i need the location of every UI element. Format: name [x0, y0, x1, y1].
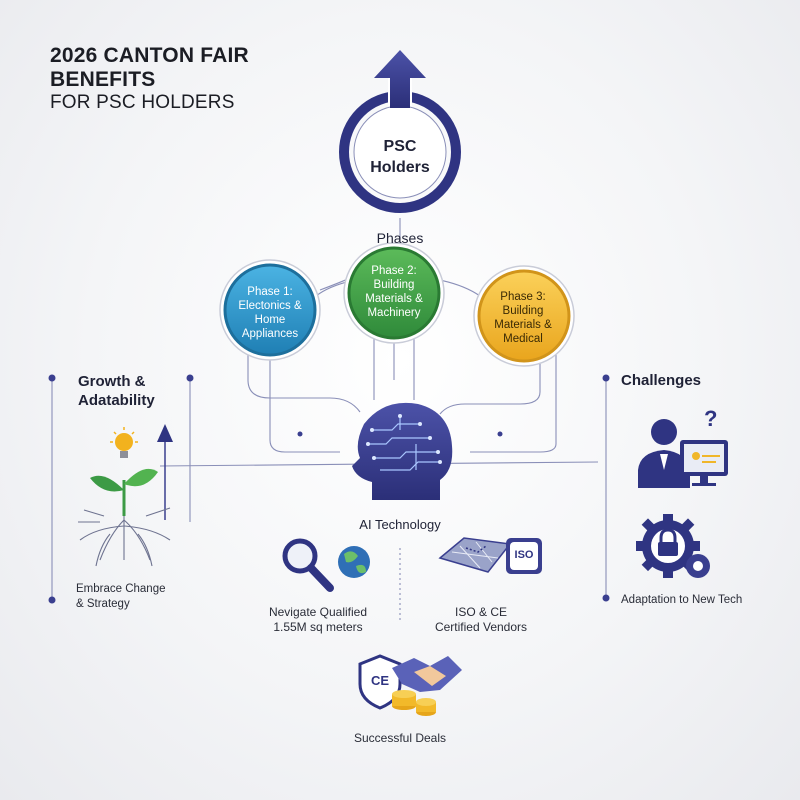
globe-icon — [338, 546, 370, 578]
monitor-icon — [680, 440, 728, 486]
map-icon — [438, 537, 512, 573]
navigate-line1: Nevigate Qualified — [268, 605, 368, 619]
psc-label-line2: Holders — [370, 159, 430, 176]
iso-badge-icon — [506, 538, 542, 574]
psc-label-line1: PSC — [383, 138, 417, 155]
connector-dots — [48, 374, 610, 604]
connector-lines — [51, 218, 607, 620]
phase-3-line4: Medical — [503, 333, 543, 345]
adaptation-caption: Adaptation to New Tech — [621, 594, 743, 606]
coins-icon — [392, 690, 436, 716]
user-question-icon: ? — [638, 406, 717, 488]
embrace-caption-line1: Embrace Change — [76, 583, 166, 595]
growth-arrow-icon — [157, 424, 173, 520]
title-line-2: BENEFITS — [50, 68, 156, 91]
phase-2-line3: Materials & — [365, 293, 423, 305]
phase-1-line4: Appliances — [241, 328, 299, 340]
ce-shield-icon — [358, 654, 402, 710]
embrace-caption: Embrace Change & Strategy — [76, 582, 166, 612]
phases-label: Phases — [376, 230, 424, 246]
navigate-caption: Nevigate Qualified 1.55M sq meters — [269, 605, 367, 635]
sprout-icon — [90, 468, 158, 516]
phase-3-label: Phase 3: Building Materials & Medical — [484, 290, 562, 346]
phase-2-line1: Phase 2: — [371, 265, 417, 277]
phase-3-node — [473, 265, 575, 367]
magnifier-icon — [282, 538, 334, 592]
phase-2-label: Phase 2: Building Materials & Machinery — [355, 264, 433, 320]
successful-deals-caption: Successful Deals — [353, 731, 447, 745]
lightbulb-icon — [110, 427, 138, 458]
navigate-line2: 1.55M sq meters — [273, 620, 363, 634]
embrace-caption-line2: & Strategy — [76, 598, 130, 610]
brain-circuit-icon — [352, 402, 453, 500]
phase-1-label: Phase 1: Electonics & Home Appliances — [231, 285, 309, 341]
gear-lock-icon — [636, 514, 710, 578]
phase-3-line2: Building — [502, 305, 544, 317]
handshake-icon — [392, 656, 462, 692]
psc-holders-label: PSC Holders — [360, 136, 440, 178]
phase-1-line1: Phase 1: — [247, 286, 293, 298]
psc-holders-node — [339, 50, 461, 213]
roots-icon — [78, 507, 171, 567]
phase-2-line4: Machinery — [367, 307, 421, 319]
growth-heading-line1: Growth & — [78, 373, 146, 390]
phase-2-node — [343, 242, 445, 344]
iso-line1: ISO & CE — [454, 605, 507, 619]
svg-text:?: ? — [704, 406, 717, 431]
phase-1-line3: Home — [254, 314, 286, 326]
phase-1-node — [219, 259, 321, 361]
iso-caption: ISO & CE Certified Vendors — [435, 605, 527, 635]
phase-2-line2: Building — [373, 279, 415, 291]
ce-badge-text: CE — [370, 673, 390, 688]
challenges-heading: Challenges — [621, 372, 702, 389]
phase-3-line1: Phase 3: — [500, 291, 546, 303]
iso-line2: Certified Vendors — [434, 620, 528, 634]
phase-3-line3: Materials & — [494, 319, 552, 331]
title-line-3: FOR PSC HOLDERS — [50, 92, 235, 113]
ai-technology-label: AI Technology — [359, 517, 441, 532]
up-arrow-icon — [374, 50, 426, 108]
growth-heading: Growth & Adatability — [78, 372, 155, 410]
title-line-1: 2026 CANTON FAIR — [50, 44, 249, 67]
iso-badge-text: ISO — [514, 549, 534, 561]
phase-1-line2: Electonics & — [238, 300, 302, 312]
growth-heading-line2: Adatability — [78, 392, 155, 409]
